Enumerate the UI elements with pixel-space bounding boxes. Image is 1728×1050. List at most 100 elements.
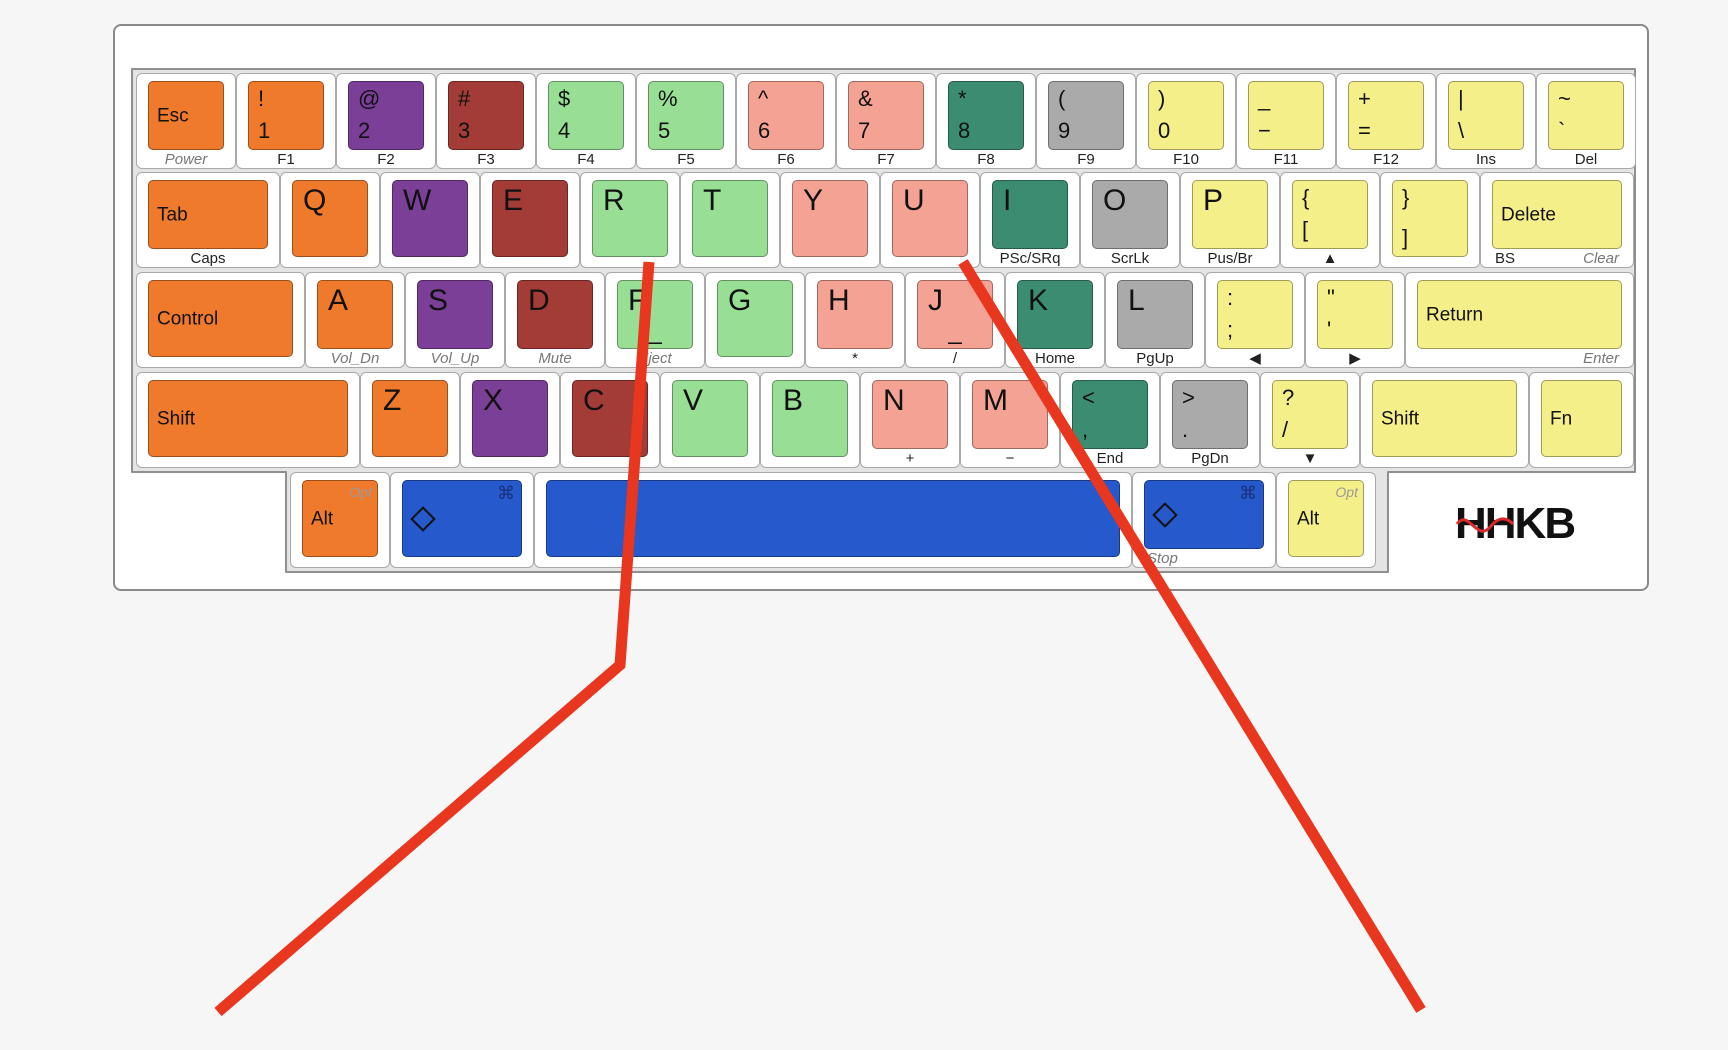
key-command-58[interactable]: ⌘Stop bbox=[1132, 472, 1276, 568]
base-legend: 5 bbox=[658, 118, 671, 143]
keycap: Q bbox=[292, 180, 368, 257]
key-x[interactable]: X bbox=[460, 372, 560, 468]
key-m[interactable]: M− bbox=[960, 372, 1060, 468]
shift-legend: * bbox=[958, 86, 967, 111]
key-shift[interactable]: Shift bbox=[1360, 372, 1529, 468]
opt-legend: Opt bbox=[349, 484, 372, 500]
key-symbol[interactable]: ?/▼ bbox=[1260, 372, 1360, 468]
key-legend: C bbox=[583, 384, 605, 417]
key-w[interactable]: W bbox=[380, 172, 480, 268]
fn-legend: Mute bbox=[538, 350, 572, 367]
fn-legend: F7 bbox=[877, 151, 895, 168]
keycap: }] bbox=[1392, 180, 1468, 257]
key-y[interactable]: Y bbox=[780, 172, 880, 268]
base-legend: ` bbox=[1558, 118, 1566, 143]
key-symbol[interactable]: _−F11 bbox=[1236, 73, 1336, 169]
keycap: B bbox=[772, 380, 848, 457]
key-d[interactable]: D Mute bbox=[505, 272, 605, 368]
key-shift[interactable]: Shift bbox=[136, 372, 360, 468]
fn-legend: Power bbox=[164, 151, 208, 168]
key-legend: Shift bbox=[157, 408, 196, 429]
homing-mark: _ bbox=[948, 318, 962, 345]
key-n[interactable]: N+ bbox=[860, 372, 960, 468]
key-legend: D bbox=[528, 284, 550, 317]
key-command-56[interactable]: ⌘ bbox=[390, 472, 534, 568]
key-t[interactable]: T bbox=[680, 172, 780, 268]
keycap: Fn bbox=[1541, 380, 1622, 457]
key-r[interactable]: R bbox=[580, 172, 680, 268]
keycap: O bbox=[1092, 180, 1168, 249]
key-symbol[interactable]: ~`Del bbox=[1536, 73, 1636, 169]
key-u[interactable]: U bbox=[880, 172, 980, 268]
key-symbol[interactable]: |\Ins bbox=[1436, 73, 1536, 169]
key-h[interactable]: H* bbox=[805, 272, 905, 368]
keycap: )0 bbox=[1148, 81, 1224, 150]
keycap: {[ bbox=[1292, 180, 1368, 249]
key-q[interactable]: Q bbox=[280, 172, 380, 268]
keycap: G bbox=[717, 280, 793, 357]
key-symbol[interactable]: :;◀ bbox=[1205, 272, 1305, 368]
key-symbol[interactable]: "'▶ bbox=[1305, 272, 1405, 368]
key-space[interactable] bbox=[534, 472, 1132, 568]
key-symbol[interactable]: >.PgDn bbox=[1160, 372, 1260, 468]
fn-legend: Ins bbox=[1475, 151, 1496, 168]
key-j[interactable]: J_/ bbox=[905, 272, 1005, 368]
keycap: ?/ bbox=[1272, 380, 1348, 449]
keycap: &7 bbox=[848, 81, 924, 150]
keycap bbox=[546, 480, 1120, 557]
key-symbol[interactable]: {[▲ bbox=[1280, 172, 1380, 268]
key-legend: A bbox=[328, 284, 349, 317]
base-legend: 3 bbox=[458, 118, 471, 143]
fn-legend: F3 bbox=[477, 151, 495, 168]
shift-legend: + bbox=[1358, 86, 1371, 111]
diamond-icon bbox=[410, 505, 436, 532]
shift-legend: < bbox=[1082, 385, 1095, 410]
key-fn[interactable]: Fn bbox=[1529, 372, 1634, 468]
fn-legend: + bbox=[905, 450, 915, 467]
key-symbol[interactable]: }] bbox=[1380, 172, 1480, 268]
key-legend: Esc bbox=[157, 105, 189, 126]
key-control[interactable]: Control bbox=[136, 272, 305, 368]
key-f[interactable]: F_Eject bbox=[605, 272, 705, 368]
command-icon: ⌘ bbox=[497, 483, 515, 503]
key-c[interactable]: C bbox=[560, 372, 660, 468]
key-symbol[interactable]: <,End bbox=[1060, 372, 1160, 468]
key-g[interactable]: G bbox=[705, 272, 805, 368]
key-legend: E bbox=[503, 184, 524, 217]
keycap: Control bbox=[148, 280, 293, 357]
fn-legend: Pus/Br bbox=[1207, 250, 1253, 267]
key-z[interactable]: Z bbox=[360, 372, 460, 468]
key-legend: Delete bbox=[1501, 204, 1556, 225]
keycap: "' bbox=[1317, 280, 1393, 349]
key-symbol[interactable]: +=F12 bbox=[1336, 73, 1436, 169]
key-b[interactable]: B bbox=[760, 372, 860, 468]
key-e[interactable]: E bbox=[480, 172, 580, 268]
keycap: M bbox=[972, 380, 1048, 449]
keycap: Return bbox=[1417, 280, 1622, 349]
key-v[interactable]: V bbox=[660, 372, 760, 468]
